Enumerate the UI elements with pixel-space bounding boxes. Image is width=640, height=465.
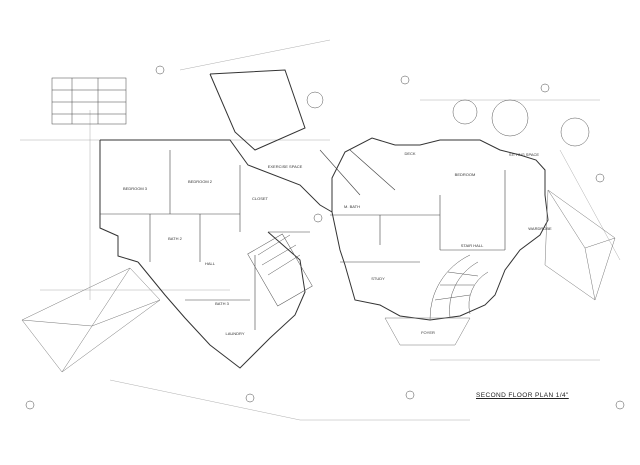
- room-label-bath2: BATH 2: [168, 236, 182, 241]
- room-label-deck: DECK: [404, 151, 415, 156]
- room-label-closet: CLOSET: [252, 196, 269, 201]
- room-label-study: STUDY: [371, 276, 385, 281]
- room-label-exercise: EXERCISE SPACE: [268, 164, 303, 169]
- room-label-hall: HALL: [205, 261, 216, 266]
- trees: [306, 91, 590, 147]
- room-label-bath3: BATH 3: [215, 301, 229, 306]
- room-label-wardrobe: WARDROBE: [528, 226, 552, 231]
- room-label-bedroom2: BEDROOM 2: [188, 179, 213, 184]
- room-label-laundry: LAUNDRY: [225, 331, 244, 336]
- room-label-master: BEDROOM: [455, 172, 476, 177]
- stair: [247, 233, 489, 321]
- section-markers: [25, 65, 625, 410]
- roof-outlines: [21, 189, 616, 373]
- room-label-foyer: FOYER: [421, 330, 435, 335]
- interior-walls: [100, 149, 506, 330]
- room-label-sitting: SITTING SPACE: [509, 152, 539, 157]
- legend-table: [51, 77, 127, 125]
- plan-title: SECOND FLOOR PLAN 1/4": [476, 392, 569, 399]
- room-label-bath: M. BATH: [344, 204, 360, 209]
- room-label-stairhall: STAIR HALL: [461, 243, 484, 248]
- room-label-bedroom3: BEDROOM 3: [123, 186, 148, 191]
- exterior-walls: [99, 69, 549, 369]
